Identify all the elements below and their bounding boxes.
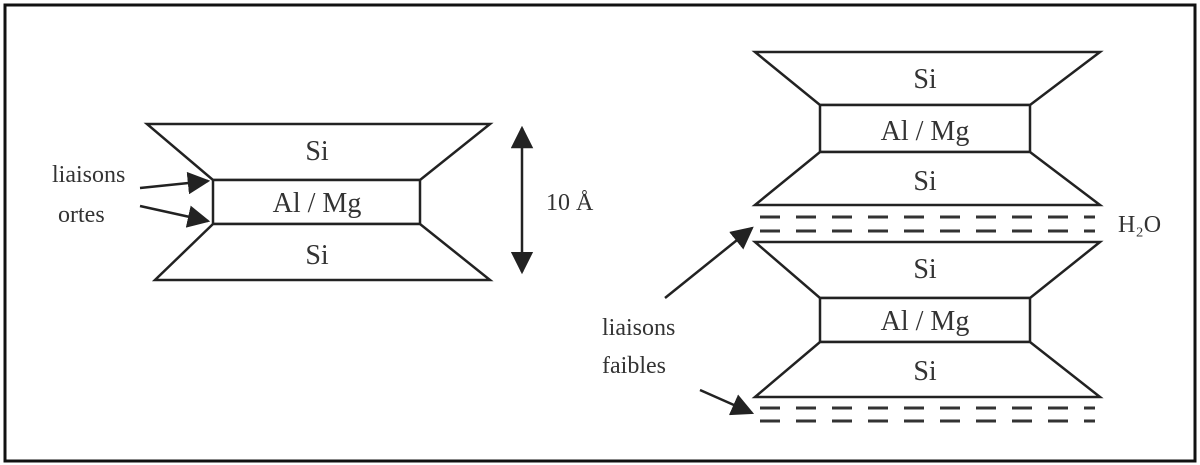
lower-interlayer-dashes	[760, 406, 1095, 423]
left-al-mg-layer	[211, 178, 422, 226]
right-unit2-bottom-si-layer	[751, 340, 1104, 399]
right-unit2-top-si-label: Si	[913, 254, 937, 285]
water-interlayer-dashes	[760, 215, 1095, 233]
water-label: H₂O	[1118, 212, 1161, 238]
left-bottom-si-layer	[151, 222, 494, 282]
weak-bonds-label-line1: liaisons	[602, 315, 675, 341]
right-unit1-bottom-si-layer	[751, 150, 1104, 207]
right-unit1-bottom-si-label: Si	[913, 166, 937, 197]
right-unit2-al-mg-layer	[818, 296, 1032, 344]
right-unit2-al-mg-label: Al / Mg	[881, 306, 970, 337]
left-bottom-si-label: Si	[305, 240, 329, 271]
strong-bonds-label-line1: liaisons	[52, 162, 125, 188]
left-top-si-label: Si	[305, 136, 329, 167]
left-stack: Si Al / Mg Si 10 Å liaisons ortes	[52, 122, 594, 282]
dimension-label: 10 Å	[546, 190, 594, 216]
left-al-mg-label: Al / Mg	[273, 188, 362, 219]
strong-bond-arrow-bottom	[139, 204, 211, 228]
weak-bonds-label-line2: faibles	[602, 353, 666, 379]
strong-bonds-label-line2: ortes	[58, 202, 105, 228]
right-unit1-al-mg-layer	[818, 103, 1032, 154]
weak-bond-arrow-bottom	[699, 388, 755, 416]
right-unit1-al-mg-label: Al / Mg	[881, 116, 970, 147]
right-unit1-top-si-label: Si	[913, 64, 937, 95]
right-unit2-bottom-si-label: Si	[913, 356, 937, 387]
figure-frame	[3, 3, 1197, 463]
right-stack: Si Al / Mg Si H₂O Si Al / Mg Si liaisons…	[602, 50, 1161, 423]
weak-bond-arrow-top	[664, 226, 754, 299]
strong-bond-arrow-top	[139, 171, 211, 195]
